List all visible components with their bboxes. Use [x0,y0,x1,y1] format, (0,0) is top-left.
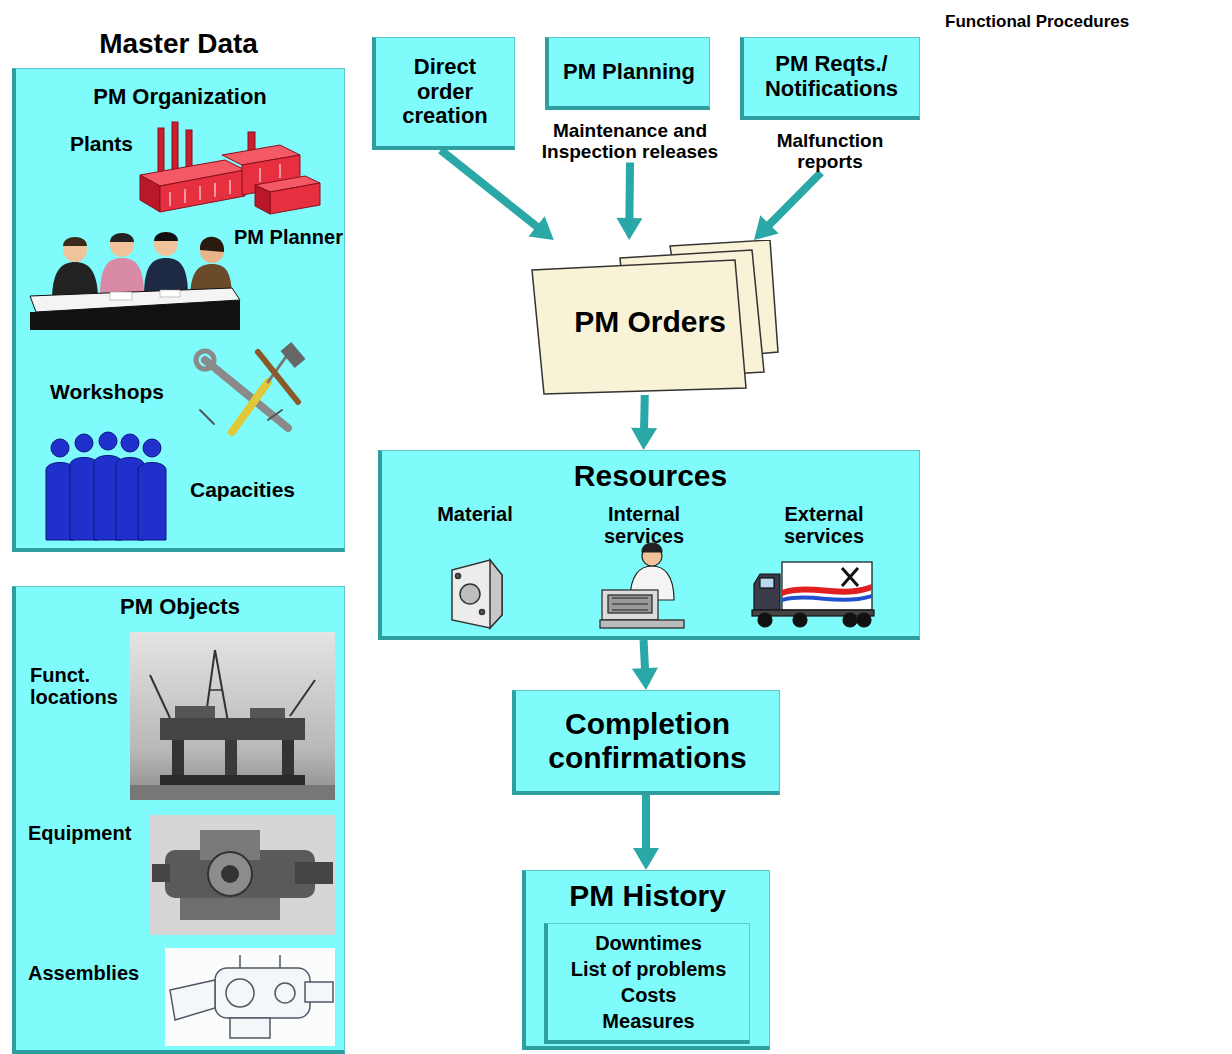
resource-label: Internal services [588,503,700,548]
box-label: Completion confirmations [524,707,771,774]
illustration-label: Funct. locations [30,664,128,709]
arrow-shaft [644,640,645,670]
factory-illustration [140,122,320,214]
list-item: Measures [554,1008,743,1034]
box-subtitle: Maintenance and Inspection releases [530,120,730,163]
flow-arrow [441,150,554,240]
panel-heading: PM Objects [16,595,344,620]
box-ground: PM Planning [545,37,710,110]
paper-sheet [532,260,746,394]
arrow-shaft [625,163,634,220]
arrow-shaft [768,173,821,226]
process-box: PM PlanningMaintenance and Inspection re… [530,37,730,163]
history-list-box: DowntimesList of problemsCostsMeasures [544,923,750,1044]
illustration-label: Capacities [190,478,315,502]
flow-arrow [631,395,657,450]
arrow-head [754,215,779,240]
arrow-shaft [640,395,649,430]
shape-label: PM Orders [574,305,726,339]
offshore-rig-photo [130,632,335,800]
process-box: Completion confirmations [512,690,780,795]
flow-arrow [754,173,821,240]
flow-arrow [616,163,642,240]
document-stack: PM Orders [520,240,780,395]
box-label: PM History [569,879,726,913]
technician-computer-icon [600,543,684,628]
arrow-head [528,216,553,240]
illustration-label: PM Planner [234,226,344,248]
arrow-head [631,428,657,450]
resource-label: Material [420,503,530,525]
arrow-head [616,218,642,240]
master-data-panel: Master Data PM Organization [12,28,345,552]
material-part-icon [452,560,502,628]
resource-label: External services [768,503,880,548]
tools-illustration [196,342,305,432]
illustration-label: Equipment [28,822,148,844]
arrow-head [633,848,659,870]
arrow-shaft [642,795,650,850]
box-subtitle: Malfunction reports [760,130,900,173]
page-title: Functional Procedures [945,12,1129,31]
history-box: PM HistoryDowntimesList of problemsCosts… [522,870,770,1050]
flow-arrow [633,795,659,870]
flow-arrow [632,640,658,690]
process-box: Direct order creation [372,37,515,150]
list-item: List of problems [554,956,743,982]
box-label: Direct order creation [395,55,495,129]
workforce-illustration [46,432,166,540]
box-label: Resources [574,459,727,493]
list-item: Downtimes [554,930,743,956]
group-heading: Master Data [12,28,345,66]
arrow-head [632,667,658,690]
assembly-drawing [165,948,335,1046]
planner-meeting-illustration [30,232,240,330]
arrow-shaft [441,150,539,228]
box-label: PM Reqts./ Notifications [752,52,911,101]
equipment-photo [150,815,335,935]
box-ground: PM Reqts./ Notifications [740,37,920,120]
box-label: PM Planning [563,60,695,85]
panel-heading: PM Organization [16,85,344,110]
list-item: Costs [554,982,743,1008]
process-box: PM Reqts./ NotificationsMalfunction repo… [740,37,920,173]
illustration-label: Assemblies [28,962,156,984]
illustration-label: Workshops [50,380,185,404]
truck-icon [752,562,874,627]
illustration-label: Plants [70,132,150,156]
